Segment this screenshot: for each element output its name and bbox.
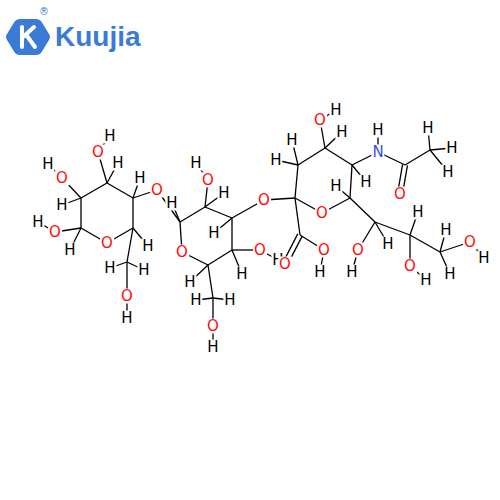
- bond: [295, 198, 300, 235]
- atom-label: H: [165, 196, 178, 211]
- bond: [350, 198, 375, 222]
- atom-label: N: [371, 145, 384, 160]
- atom-label: H: [477, 251, 490, 266]
- atom-label: H: [329, 179, 342, 194]
- atom-label: O: [278, 257, 292, 272]
- atom-label: H: [345, 265, 358, 280]
- bond: [132, 198, 133, 228]
- atom-label: O: [48, 225, 62, 240]
- atom-label: O: [313, 113, 327, 128]
- bond: [410, 235, 440, 252]
- atom-label: H: [206, 340, 219, 355]
- atom-label: H: [335, 125, 348, 140]
- atom-label: H: [269, 153, 282, 168]
- bond: [81, 183, 107, 198]
- atom-label: H: [141, 239, 154, 254]
- atom-label: H: [133, 171, 146, 186]
- bond: [405, 150, 430, 165]
- bond: [205, 207, 232, 218]
- atom-label: H: [189, 156, 202, 171]
- bond: [231, 218, 232, 250]
- atom-label: H: [223, 293, 236, 308]
- atom-label: H: [63, 243, 76, 258]
- bond: [325, 148, 352, 165]
- bond: [298, 148, 325, 165]
- atom-label: O: [315, 206, 329, 221]
- atom-label: O: [257, 193, 271, 208]
- atom-label: O: [55, 171, 69, 186]
- bond: [375, 222, 410, 235]
- bond: [295, 165, 298, 198]
- atom-label: O: [253, 243, 267, 258]
- atom-label: H: [285, 133, 298, 148]
- atom-label: O: [201, 173, 215, 188]
- atom-label: H: [31, 215, 44, 230]
- atom-label: H: [421, 121, 434, 136]
- atom-label: H: [207, 226, 220, 241]
- atom-label: O: [463, 235, 477, 250]
- brand-hexagon: [6, 19, 50, 55]
- atom-label: H: [443, 267, 456, 282]
- atom-label: O: [100, 236, 114, 251]
- atom-label: O: [175, 245, 189, 260]
- atom-label: H: [381, 237, 394, 252]
- atom-label: H: [120, 311, 133, 326]
- atom-label: H: [217, 186, 230, 201]
- atom-label: H: [439, 223, 452, 238]
- atom-label: H: [41, 157, 54, 172]
- atom-label: H: [445, 141, 458, 156]
- atom-label: O: [150, 183, 164, 198]
- atom-label: O: [91, 145, 105, 160]
- atom-label: H: [103, 261, 116, 276]
- atom-label: H: [111, 156, 124, 171]
- bond-group: [38, 110, 484, 347]
- brand-icon: [6, 19, 50, 55]
- bond: [180, 207, 205, 222]
- atom-label: H: [183, 275, 196, 290]
- brand-glyph: [22, 27, 35, 47]
- atom-label: H: [235, 267, 248, 282]
- bond: [107, 183, 133, 198]
- atom-label: O: [317, 243, 331, 258]
- bond: [208, 250, 232, 265]
- registered-mark: ®: [38, 7, 50, 17]
- atom-label: H: [329, 103, 342, 118]
- atom-label: H: [313, 265, 326, 280]
- atom-label: H: [359, 175, 372, 190]
- atom-label: H: [103, 129, 116, 144]
- atom-label: H: [441, 165, 454, 180]
- atom-label: O: [206, 319, 220, 334]
- atom-label: O: [351, 243, 365, 258]
- atom-label: H: [137, 263, 150, 278]
- brand-name: Kuujia: [54, 23, 142, 51]
- bond: [127, 228, 133, 262]
- atom-label: H: [411, 205, 424, 220]
- atom-label: O: [393, 187, 407, 202]
- bond: [350, 165, 352, 198]
- atom-label: O: [403, 259, 417, 274]
- atom-label: H: [419, 273, 432, 288]
- atom-label: H: [55, 198, 68, 213]
- bond: [208, 265, 213, 298]
- atom-label: O: [120, 289, 134, 304]
- bond: [80, 198, 81, 228]
- atom-label: H: [189, 293, 202, 308]
- atom-label: H: [371, 123, 384, 138]
